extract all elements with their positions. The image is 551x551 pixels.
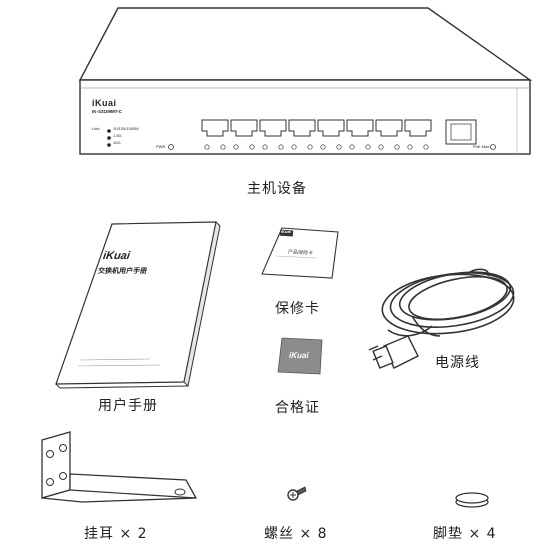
poe-label: PoE Max	[473, 144, 490, 149]
ethernet-ports-group	[201, 119, 432, 150]
switch-device-illustration	[78, 7, 533, 155]
ethernet-port	[230, 119, 258, 137]
ethernet-port	[404, 119, 432, 137]
port-led-left	[320, 144, 326, 150]
port-led-left	[204, 144, 210, 150]
caption-user-manual: 用户手册	[98, 398, 158, 414]
led-legend-link: Link:	[92, 126, 101, 131]
led-legend-10g: 10G	[113, 140, 121, 145]
led-legend-1000m: 10/100/1000M	[113, 126, 139, 131]
port-led-left	[407, 144, 413, 150]
port-led-right	[307, 144, 313, 150]
port-led-left	[378, 144, 384, 150]
ethernet-port	[201, 119, 229, 137]
pwr-led	[168, 144, 174, 150]
caption-mount-ear: 挂耳 × 2	[84, 526, 148, 542]
ethernet-port	[259, 119, 287, 137]
port-led-right	[423, 144, 429, 150]
switch-brand-logo: iKuai	[92, 98, 117, 108]
port-led-left	[262, 144, 268, 150]
port-led-right	[278, 144, 284, 150]
poe-led	[490, 144, 496, 150]
port-led-left	[291, 144, 297, 150]
port-led-right	[249, 144, 255, 150]
port-led-right	[365, 144, 371, 150]
warranty-logo: iKuai	[281, 229, 291, 234]
caption-power-cord: 电源线	[435, 355, 480, 371]
switch-model-label: IK-S3109MT-C	[92, 109, 123, 114]
caption-main-device: 主机设备	[247, 181, 307, 197]
certificate-logo: iKuai	[289, 351, 309, 360]
led-legend-1.5g: 1.5G	[113, 133, 122, 138]
port-led-right	[220, 144, 226, 150]
caption-certificate: 合格证	[275, 400, 320, 416]
pwr-label: PWR	[156, 144, 166, 149]
ethernet-port	[317, 119, 345, 137]
ethernet-port	[288, 119, 316, 137]
caption-warranty-card: 保修卡	[275, 301, 320, 317]
port-led-left	[349, 144, 355, 150]
ethernet-port	[375, 119, 403, 137]
caption-foot-pad: 脚垫 × 4	[433, 526, 497, 542]
port-led-right	[336, 144, 342, 150]
caption-screw: 螺丝 × 8	[264, 526, 328, 542]
port-led-left	[233, 144, 239, 150]
port-led-right	[394, 144, 400, 150]
ethernet-port	[346, 119, 374, 137]
